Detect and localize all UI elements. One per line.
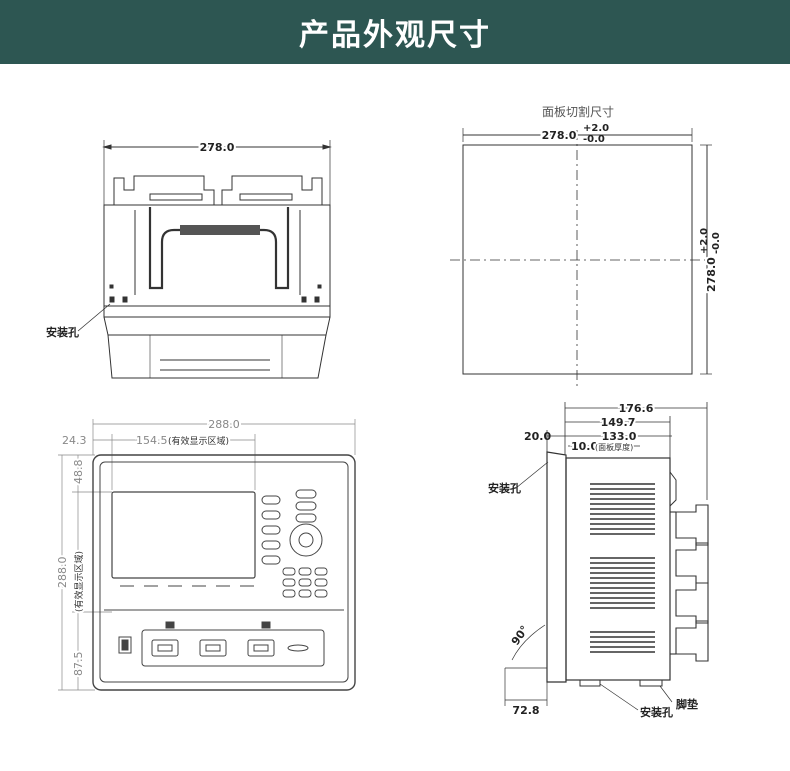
side-bezel-label: 20.0 bbox=[524, 430, 551, 443]
front-view bbox=[58, 419, 356, 691]
cutout-width-tol-minus: -0.0 bbox=[583, 134, 605, 145]
cutout-width-label: 278.0 bbox=[542, 129, 577, 142]
usb-compartment bbox=[141, 629, 325, 667]
top-hole-label: 安装孔 bbox=[46, 325, 79, 339]
side-angle-label: 90° bbox=[509, 623, 532, 648]
display-screen bbox=[111, 491, 256, 579]
cutout-rectangle bbox=[462, 144, 693, 375]
rear-connectors bbox=[670, 504, 709, 662]
cutout-height-label: 278.0 bbox=[705, 257, 718, 292]
power-switch bbox=[118, 636, 132, 654]
page-title: 产品外观尺寸 bbox=[299, 18, 491, 53]
front-width-label: 288.0 bbox=[208, 418, 240, 431]
side-panel-thickness-note: (面板厚度) bbox=[595, 442, 633, 452]
side-case bbox=[565, 457, 671, 681]
side-foot-label: 脚垫 bbox=[676, 697, 698, 711]
connector-left bbox=[113, 175, 215, 205]
rear-handle bbox=[148, 207, 290, 290]
dimension-drawing: 278.0 安装孔 面板切割尺寸 278.0 +2.0 -0.0 278.0 +… bbox=[46, 104, 722, 719]
foot-pad bbox=[579, 680, 601, 687]
side-hole-label-top: 安装孔 bbox=[488, 481, 521, 495]
nav-pad bbox=[289, 523, 323, 557]
side-view bbox=[504, 402, 709, 711]
side-depth-total-label: 176.6 bbox=[619, 402, 654, 415]
front-bezel bbox=[92, 454, 356, 691]
panel-cutout-view bbox=[450, 128, 712, 388]
side-vents bbox=[590, 483, 655, 653]
cutout-height-tol-minus: -0.0 bbox=[711, 232, 722, 254]
front-height-label: 288.0 bbox=[56, 557, 69, 589]
numeric-keypad bbox=[282, 567, 328, 598]
display-width-label: 154.5 bbox=[136, 434, 168, 447]
case-body bbox=[103, 204, 331, 318]
top-view bbox=[77, 140, 332, 379]
connector-right bbox=[221, 175, 323, 205]
display-width-note: (有效显示区域) bbox=[168, 435, 229, 447]
cutout-width-tol-plus: +2.0 bbox=[583, 123, 609, 134]
side-depth-body-label: 149.7 bbox=[601, 416, 636, 429]
side-depth-case-label: 133.0 bbox=[602, 430, 637, 443]
display-height-label: 87.5 bbox=[72, 652, 85, 677]
cutout-title: 面板切割尺寸 bbox=[542, 104, 614, 119]
front-left-offset-label: 24.3 bbox=[62, 434, 87, 447]
side-bezel bbox=[546, 451, 567, 683]
cutout-height-tol-plus: +2.0 bbox=[699, 228, 710, 254]
side-bottom-dim-label: 72.8 bbox=[512, 704, 539, 717]
top-width-label: 278.0 bbox=[200, 141, 235, 154]
side-panel-thickness-label: 10.0 bbox=[571, 440, 598, 453]
title-banner: 产品外观尺寸 bbox=[0, 0, 790, 64]
display-height-note: (有效显示区域) bbox=[73, 551, 85, 612]
front-top-offset-label: 48.8 bbox=[72, 460, 85, 485]
side-hole-label-bottom: 安装孔 bbox=[640, 705, 673, 719]
